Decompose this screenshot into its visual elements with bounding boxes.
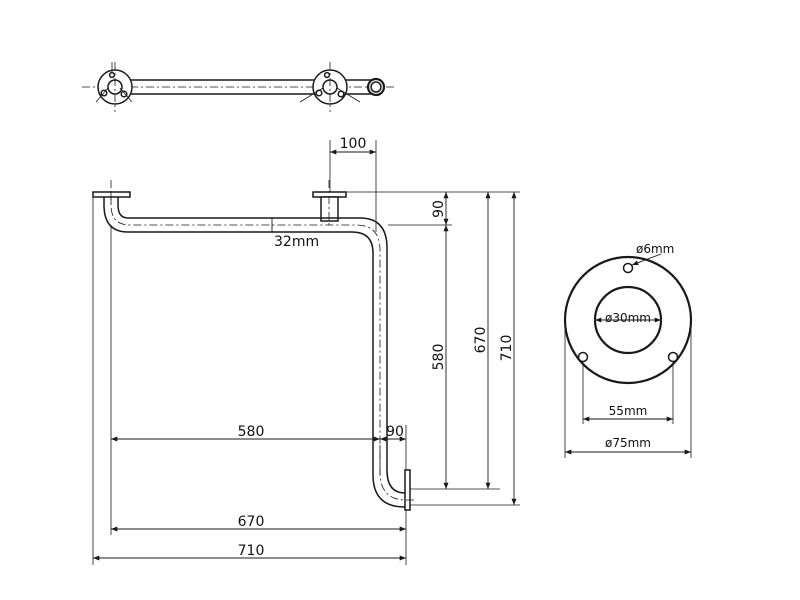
dimensions: 100 90 32mm 580 670 710 580 [92, 136, 520, 565]
dim-670-horizontal-label: 670 [238, 514, 265, 530]
grab-bar-centerline [110, 192, 414, 501]
flange-hole-left [577, 351, 589, 363]
top-view-right-flange [299, 62, 361, 112]
dim-580-vertical-label: 580 [431, 344, 447, 371]
dim-90-horizontal-label: 90 [386, 424, 404, 440]
flange-detail: ø6mm ø30mm 55mm ø75mm [563, 242, 693, 458]
front-view [92, 180, 414, 511]
flange-hole-right [667, 351, 679, 363]
top-view-left-flange [95, 62, 133, 112]
left-flange-plate [92, 191, 131, 198]
floor-flange-plate [404, 469, 411, 511]
dim-100-label: 100 [340, 136, 367, 152]
grab-bar-pipe-outer [103, 197, 406, 508]
dim-710-horizontal-label: 710 [238, 543, 265, 559]
flange-inner-diameter-label: ø30mm [605, 311, 651, 325]
flange-bolt-spacing-label: 55mm [609, 404, 648, 418]
dim-580-horizontal-label: 580 [238, 424, 265, 440]
flange-outer-diameter-label: ø75mm [605, 436, 651, 450]
dim-90-vertical-label: 90 [431, 200, 447, 218]
dim-670-vertical-label: 670 [473, 327, 489, 354]
flange-hole-top [622, 262, 634, 274]
top-view-tube-end [366, 77, 386, 97]
dim-710-vertical-label: 710 [499, 335, 515, 362]
top-view [82, 62, 396, 112]
grab-bar-pipe-inner [117, 197, 406, 494]
top-flange-stub [320, 196, 339, 222]
flange-hole-diameter-label: ø6mm [636, 242, 674, 256]
dim-32mm-label: 32mm [274, 234, 319, 250]
